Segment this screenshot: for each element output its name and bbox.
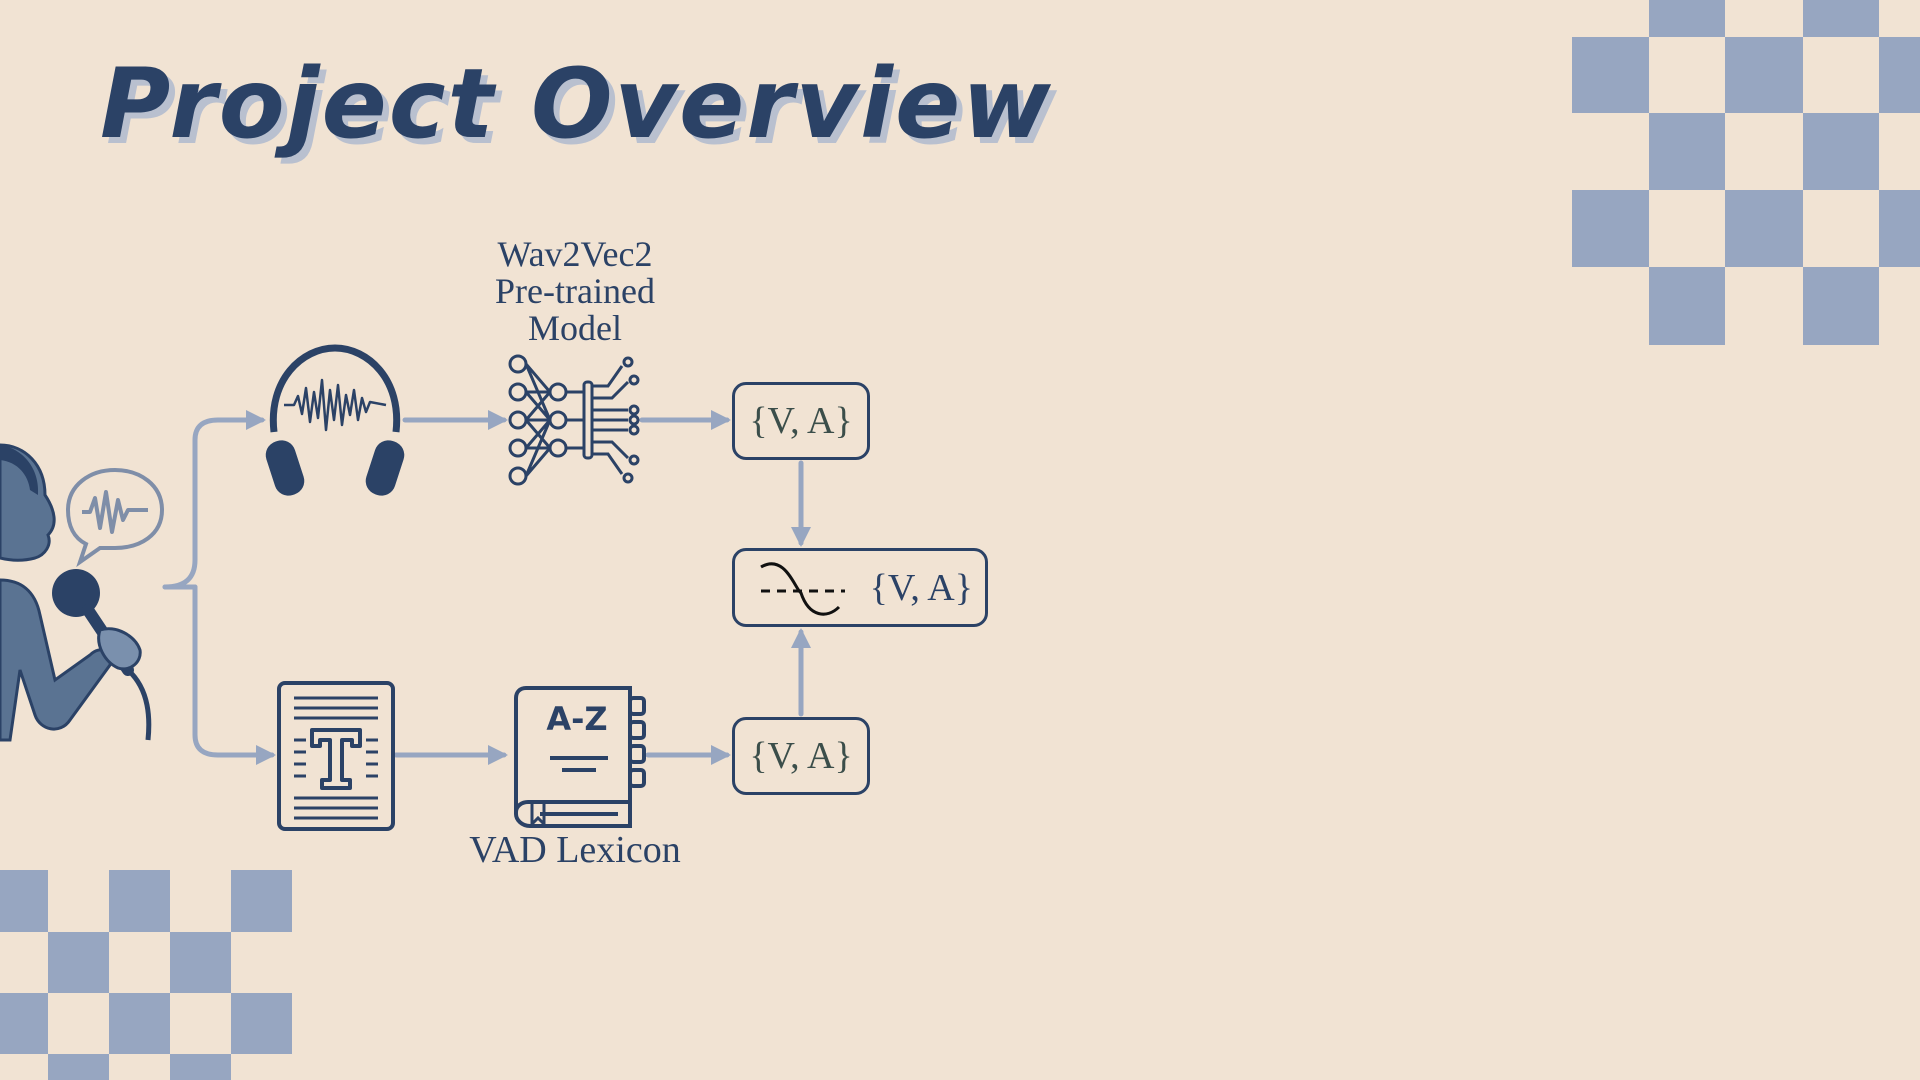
sine-wave-fusion-icon — [760, 562, 845, 616]
split-brace — [162, 410, 266, 590]
text-va-box: {V, A} — [732, 717, 870, 795]
neural-network-icon — [508, 354, 640, 486]
lexicon-label: VAD Lexicon — [469, 829, 681, 871]
fused-va-box: {V, A} — [732, 548, 988, 627]
model-label: Wav2Vec2 Pre-trained Model — [460, 236, 690, 347]
fused-va-label: {V, A} — [869, 566, 973, 609]
model-label-line: Model — [528, 308, 622, 348]
model-label-line: Pre-trained — [495, 271, 655, 311]
book-outline — [514, 686, 646, 828]
book-cover-text: A-Z — [546, 700, 608, 738]
text-document-icon — [277, 681, 395, 831]
dictionary-book-icon: A-Z — [510, 684, 650, 828]
person-speaking-microphone-icon — [0, 443, 165, 742]
headphones-waveform-icon — [265, 344, 405, 496]
model-label-line: Wav2Vec2 — [497, 234, 653, 274]
checker-decoration-bottom-left — [0, 870, 292, 1080]
audio-va-box: {V, A} — [732, 382, 870, 460]
slide-title: Project Overview — [100, 48, 1053, 160]
checker-decoration-top-right — [1572, 0, 1920, 345]
